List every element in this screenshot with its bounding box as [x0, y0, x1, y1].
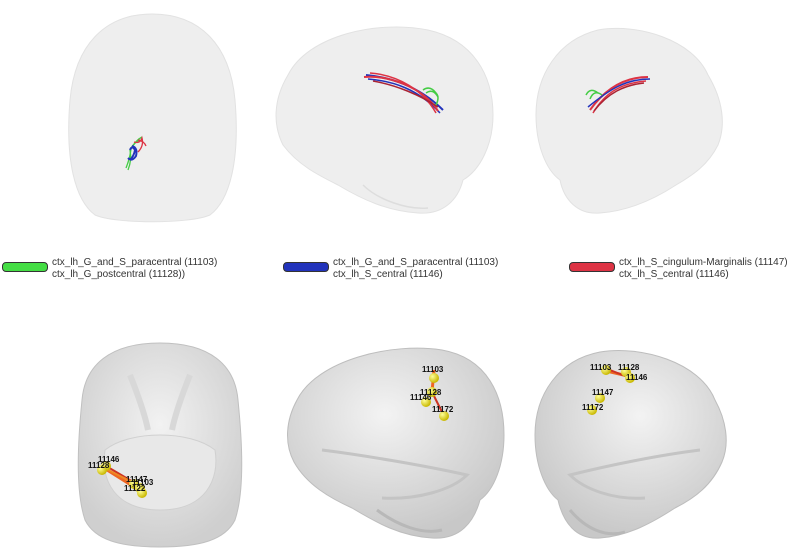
- brain-outline-sagittal-right: [535, 27, 723, 214]
- legend-label-line2: ctx_lh_S_central (11146): [619, 269, 729, 280]
- legend-swatch-blue: [283, 262, 329, 272]
- node-label: 11147: [126, 475, 148, 484]
- node-11146: [421, 397, 431, 407]
- node-11147: [595, 393, 605, 403]
- node-label: 11172: [432, 405, 454, 414]
- legend-label-line2: ctx_lh_S_central (11146): [333, 269, 443, 280]
- node-label: 11128: [420, 388, 442, 397]
- axial-tract-view: [68, 13, 237, 223]
- node-11172: [439, 411, 449, 421]
- legend-label-line2: ctx_lh_G_postcentral (11128)): [52, 269, 186, 280]
- node-label: 11146: [98, 455, 120, 464]
- legend-label-line1: ctx_lh_G_and_S_paracentral (11103): [52, 257, 218, 268]
- node-label: 11146: [410, 393, 432, 402]
- tract-bundle-sagittal-left: [363, 72, 444, 114]
- node-label: 11128: [88, 461, 110, 470]
- node-label: 11103: [590, 363, 612, 372]
- legend-item-red: ctx_lh_S_cingulum-Marginalis (11147) ctx…: [569, 257, 788, 283]
- node-label: 11128: [618, 363, 640, 372]
- brain-outline-sagittal-left: [275, 26, 494, 214]
- node-11103: [601, 365, 611, 375]
- legend-label-line1: ctx_lh_G_and_S_paracentral (11103): [333, 257, 499, 268]
- node-11122: [137, 488, 147, 498]
- brain-outline-axial: [68, 13, 237, 223]
- node-11128: [97, 465, 107, 475]
- node-label: 11122: [124, 484, 146, 493]
- axial-node-view: 11146 11128 11147 11103 11122: [77, 342, 243, 548]
- legend-swatch-green: [2, 262, 48, 272]
- node-11128: [427, 387, 437, 397]
- tract-bundle-sagittal-right: [585, 76, 651, 114]
- sagittal-node-view-right: 11103 11128 11146 11147 11172: [534, 349, 727, 539]
- brain-surface-sagittal-right: [534, 349, 727, 539]
- node-label: 11146: [626, 373, 648, 382]
- legend-item-green: ctx_lh_G_and_S_paracentral (11103) ctx_l…: [2, 257, 252, 283]
- node-label: 11103: [422, 365, 444, 374]
- node-11146: [625, 373, 635, 383]
- node-11172: [587, 405, 597, 415]
- node-label: 11172: [582, 403, 604, 412]
- node-label: 11147: [592, 388, 614, 397]
- sagittal-node-view-left: 11103 11128 11146 11172: [287, 347, 505, 539]
- legend-item-blue: ctx_lh_G_and_S_paracentral (11103) ctx_l…: [283, 257, 533, 283]
- sagittal-tract-view-left: [275, 26, 494, 214]
- tract-bundle-axial: [125, 135, 147, 171]
- node-11103: [429, 373, 439, 383]
- legend-label-line1: ctx_lh_S_cingulum-Marginalis (11147): [619, 257, 788, 268]
- sagittal-tract-view-right: [535, 27, 723, 214]
- node-label: 11103: [132, 478, 154, 487]
- legend-swatch-red: [569, 262, 615, 272]
- brain-surface-sagittal-left: [287, 347, 505, 539]
